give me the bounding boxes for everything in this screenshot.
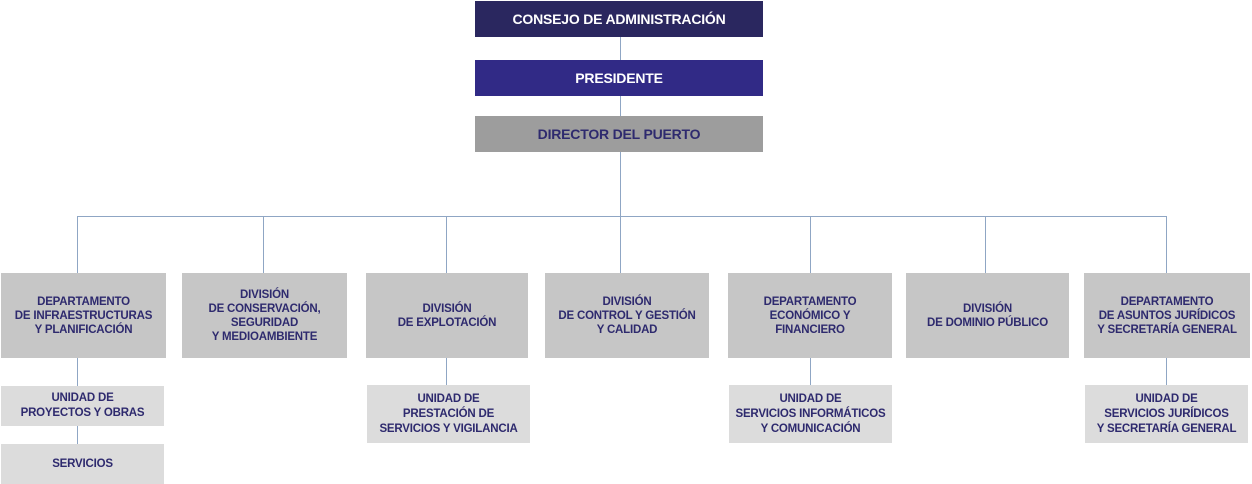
connector-unit-3 [446, 358, 447, 386]
president-box: PRESIDENTE [475, 60, 763, 96]
unit-servicios: SERVICIOS [1, 444, 164, 484]
connector-drop-7 [1166, 216, 1167, 274]
connector-drop-5 [810, 216, 811, 274]
division-conservacion: DIVISIÓN DE CONSERVACIÓN, SEGURIDAD Y ME… [182, 273, 347, 358]
unit-prestacion-servicios: UNIDAD DE PRESTACIÓN DE SERVICIOS Y VIGI… [367, 385, 530, 443]
division-infraestructuras: DEPARTAMENTO DE INFRAESTRUCTURAS Y PLANI… [1, 273, 166, 358]
director-box: DIRECTOR DEL PUERTO [475, 116, 763, 152]
department-asuntos-juridicos: DEPARTAMENTO DE ASUNTOS JURÍDICOS Y SECR… [1084, 273, 1250, 358]
connector-horizontal-bus [77, 216, 1167, 217]
council-box: CONSEJO DE ADMINISTRACIÓN [475, 1, 763, 37]
unit-servicios-informaticos: UNIDAD DE SERVICIOS INFORMÁTICOS Y COMUN… [729, 385, 892, 443]
unit-proyectos-obras: UNIDAD DE PROYECTOS Y OBRAS [1, 386, 164, 426]
connector-drop-2 [263, 216, 264, 274]
department-economico: DEPARTAMENTO ECONÓMICO Y FINANCIERO [728, 273, 892, 358]
connector-drop-3 [446, 216, 447, 274]
unit-servicios-juridicos: UNIDAD DE SERVICIOS JURÍDICOS Y SECRETAR… [1085, 385, 1248, 443]
connector-unit-7 [1166, 358, 1167, 386]
connector-unit-5 [810, 358, 811, 386]
division-dominio-publico: DIVISIÓN DE DOMINIO PÚBLICO [906, 273, 1069, 358]
division-control-gestion: DIVISIÓN DE CONTROL Y GESTIÓN Y CALIDAD [545, 273, 709, 358]
division-explotacion: DIVISIÓN DE EXPLOTACIÓN [366, 273, 528, 358]
connector-drop-1 [77, 216, 78, 274]
connector-drop-6 [985, 216, 986, 274]
connector-drop-4 [620, 216, 621, 274]
